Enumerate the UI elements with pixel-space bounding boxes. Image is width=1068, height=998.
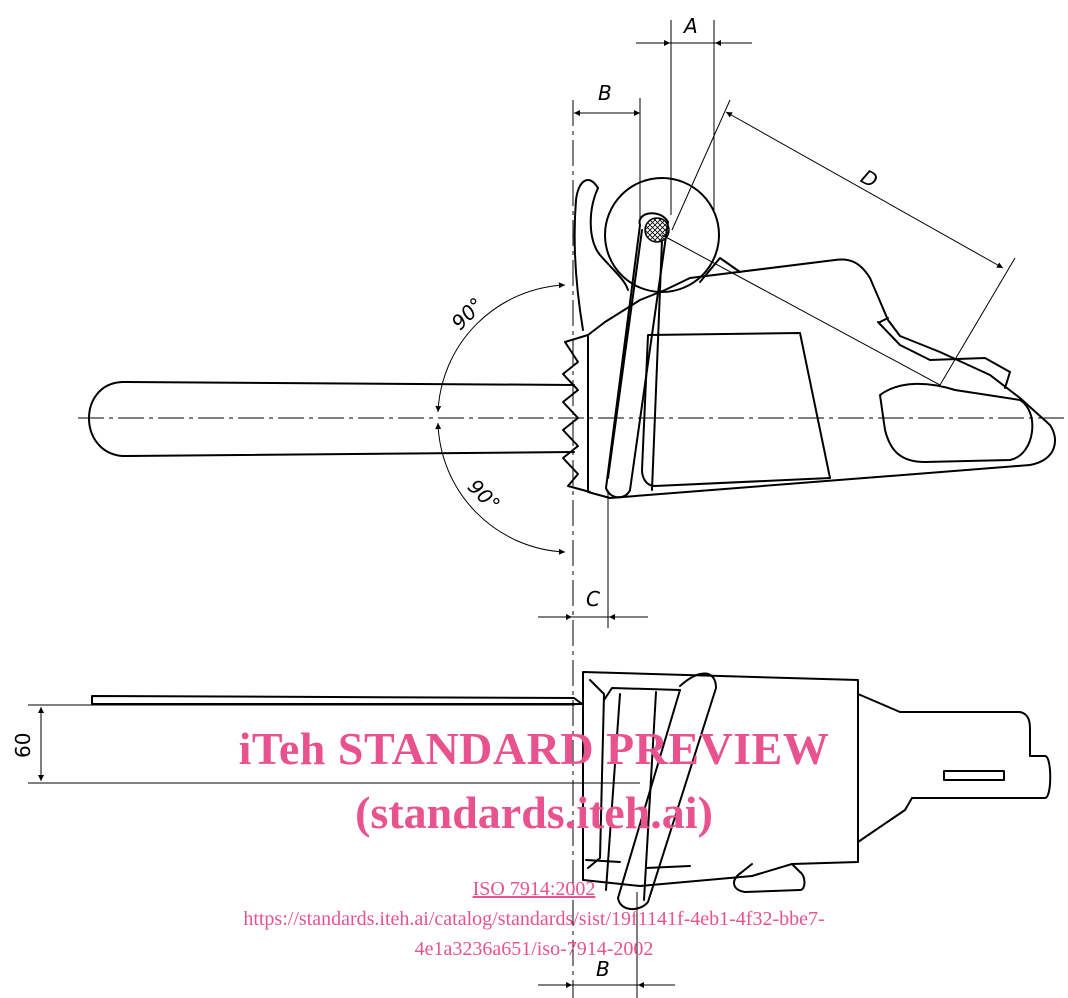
lower-angle-arc bbox=[435, 422, 566, 555]
label-a: A bbox=[682, 14, 698, 38]
label-d: D bbox=[857, 164, 882, 192]
label-c: C bbox=[586, 587, 600, 611]
label-b-bottom: B bbox=[596, 957, 610, 981]
top-view: 60 B bbox=[11, 671, 1052, 998]
label-angle-upper: 90° bbox=[447, 293, 489, 335]
label-60: 60 bbox=[11, 733, 35, 758]
front-hand-guard bbox=[573, 179, 599, 331]
label-b-top: B bbox=[598, 81, 612, 105]
front-handle-bar bbox=[605, 212, 669, 499]
watermark-title: iTeh STANDARD PREVIEW bbox=[238, 723, 830, 774]
handle-wheel bbox=[604, 177, 720, 293]
upper-angle-arc bbox=[435, 282, 566, 413]
top-body bbox=[582, 671, 859, 887]
guide-bar bbox=[88, 381, 575, 457]
rear-handle bbox=[879, 382, 1034, 463]
top-guide-bar bbox=[91, 695, 583, 705]
watermark-standard-link[interactable]: ISO 7914:2002 bbox=[472, 878, 596, 900]
top-slot bbox=[943, 770, 1005, 781]
top-rear-handle bbox=[857, 693, 1052, 843]
watermark-url-line1[interactable]: https://standards.iteh.ai/catalog/standa… bbox=[243, 908, 825, 930]
top-front-handle bbox=[617, 672, 717, 910]
label-angle-lower: 90° bbox=[463, 474, 505, 516]
dimension-d-line bbox=[725, 111, 1004, 269]
watermark-url-line2[interactable]: 4e1a3236a651/iso-7914-2002 bbox=[414, 938, 654, 960]
grip-point bbox=[644, 217, 670, 243]
watermark-url[interactable]: https://standards.iteh.ai/catalog/standa… bbox=[0, 904, 1068, 964]
side-view: A B C D 90° 90° bbox=[78, 14, 1066, 998]
chain-sprocket bbox=[562, 334, 591, 493]
watermark-subtitle: (standards.iteh.ai) bbox=[355, 787, 713, 838]
